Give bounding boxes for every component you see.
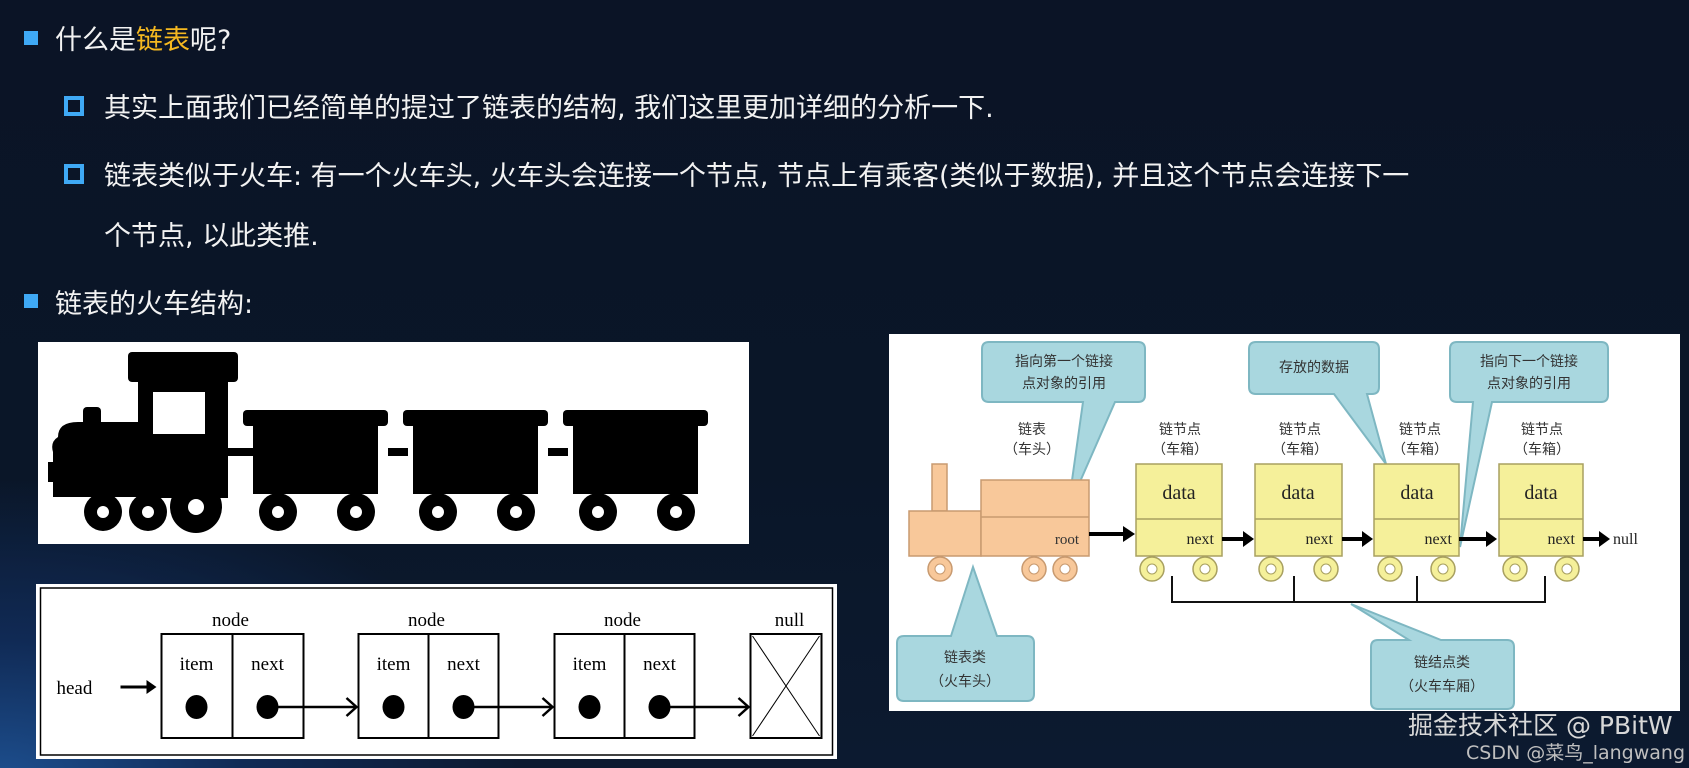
svg-text:（火车头）: （火车头） xyxy=(930,673,1000,690)
svg-text:node: node xyxy=(408,610,445,631)
wheel-hub xyxy=(1437,563,1449,575)
question-heading: 什么是链表呢? xyxy=(55,25,232,56)
svg-text:（车箱）: （车箱） xyxy=(1514,441,1570,458)
train-heading: 链表的火车结构: xyxy=(55,289,254,320)
svg-text:（火车车厢）: （火车车厢） xyxy=(1400,678,1484,695)
svg-text:next: next xyxy=(643,654,676,675)
node-2: node item next xyxy=(357,610,500,739)
svg-text:点对象的引用: 点对象的引用 xyxy=(1022,376,1106,392)
next-labels: next next next next xyxy=(1186,531,1575,548)
svg-text:链节点: 链节点 xyxy=(1159,422,1201,438)
wheel-hub xyxy=(1199,563,1211,575)
wheel-hub xyxy=(1265,563,1277,575)
bullet-icon xyxy=(24,294,38,308)
sub-point-2: 链表类似于火车: 有一个火车头, 火车头会连接一个节点, 节点上有乘客(类似于数… xyxy=(104,161,1410,192)
svg-text:（车头）: （车头） xyxy=(1004,441,1060,458)
svg-text:点对象的引用: 点对象的引用 xyxy=(1487,376,1571,392)
wheel-hub xyxy=(1509,563,1521,575)
svg-text:链节点: 链节点 xyxy=(1521,422,1563,438)
train-linked-list-diagram: 指向第一个链接 点对象的引用 存放的数据 指向下一个链接 点对象的引用 链表 （… xyxy=(889,334,1680,711)
wheel-hub xyxy=(1561,563,1573,575)
svg-text:item: item xyxy=(180,654,214,675)
null-node: null xyxy=(749,610,823,739)
node-class-bracket xyxy=(1171,576,1546,603)
sub-point-2-cont: 个节点, 以此类推. xyxy=(104,221,319,252)
bubble-data: 存放的数据 xyxy=(1248,341,1387,465)
bubble-next-reference: 指向下一个链接 点对象的引用 xyxy=(1449,341,1609,548)
svg-text:item: item xyxy=(377,654,411,675)
wheel-hub xyxy=(1059,563,1071,575)
head-arrow xyxy=(120,680,157,694)
car-labels: 链节点 （车箱） 链节点 （车箱） 链节点 （车箱） 链节点 （车箱） xyxy=(1152,422,1570,458)
svg-text:链节点: 链节点 xyxy=(1279,422,1321,438)
sub-bullet-icon xyxy=(64,96,84,116)
wheel-hub xyxy=(934,563,946,575)
wheel-hub xyxy=(1146,563,1158,575)
watermark-juejin: 掘金技术社区 @ PBitW xyxy=(1408,711,1673,740)
bubble-node-class: 链结点类 （火车车厢） xyxy=(1350,603,1515,710)
bullet-icon xyxy=(24,31,38,45)
svg-text:data: data xyxy=(1281,482,1314,504)
null-label: null xyxy=(1613,531,1638,548)
locomotive xyxy=(908,463,1090,557)
cars xyxy=(1135,463,1584,557)
sub-bullet-icon xyxy=(64,164,84,184)
node-3: node item next xyxy=(553,610,696,739)
svg-text:data: data xyxy=(1400,482,1433,504)
svg-text:next: next xyxy=(251,654,284,675)
link-arrows xyxy=(1089,526,1610,547)
wheel-hub xyxy=(1384,563,1396,575)
svg-text:链表类: 链表类 xyxy=(944,650,986,666)
train-icon xyxy=(48,352,708,533)
watermark-csdn: CSDN @菜鸟_langwang xyxy=(1466,742,1686,764)
head-label: head xyxy=(57,678,93,699)
node-diagram: head node item next node item next node … xyxy=(36,584,837,759)
bubble-first-reference: 指向第一个链接 点对象的引用 xyxy=(981,341,1146,510)
svg-text:next: next xyxy=(1547,531,1575,548)
svg-text:（车箱）: （车箱） xyxy=(1392,441,1448,458)
svg-text:指向第一个链接: 指向第一个链接 xyxy=(1015,353,1113,370)
next-arrows xyxy=(276,697,751,717)
svg-text:next: next xyxy=(1305,531,1333,548)
data-labels: data data data data xyxy=(1162,482,1557,504)
svg-text:data: data xyxy=(1162,482,1195,504)
loco-label: 链表 （车头） xyxy=(1004,422,1060,458)
svg-text:null: null xyxy=(775,610,805,631)
bubble-list-class: 链表类 （火车头） xyxy=(896,563,1035,702)
sub-point-1: 其实上面我们已经简单的提过了链表的结构, 我们这里更加详细的分析一下. xyxy=(104,93,994,124)
svg-text:node: node xyxy=(604,610,641,631)
wheels xyxy=(927,556,1580,582)
wheel-hub xyxy=(1320,563,1332,575)
svg-text:（车箱）: （车箱） xyxy=(1272,441,1328,458)
train-silhouette-image xyxy=(38,342,749,544)
svg-text:链结点类: 链结点类 xyxy=(1414,655,1470,671)
svg-text:链表: 链表 xyxy=(1018,422,1046,438)
svg-text:node: node xyxy=(212,610,249,631)
svg-text:item: item xyxy=(573,654,607,675)
svg-text:next: next xyxy=(1186,531,1214,548)
root-label: root xyxy=(1055,532,1080,548)
svg-text:存放的数据: 存放的数据 xyxy=(1279,360,1349,376)
svg-text:data: data xyxy=(1524,482,1557,504)
wheel-hub xyxy=(1028,563,1040,575)
svg-text:next: next xyxy=(447,654,480,675)
svg-text:链节点: 链节点 xyxy=(1399,422,1441,438)
svg-text:next: next xyxy=(1424,531,1452,548)
node-1: node item next xyxy=(160,610,305,739)
svg-text:（车箱）: （车箱） xyxy=(1152,441,1208,458)
svg-text:指向下一个链接: 指向下一个链接 xyxy=(1480,353,1578,370)
